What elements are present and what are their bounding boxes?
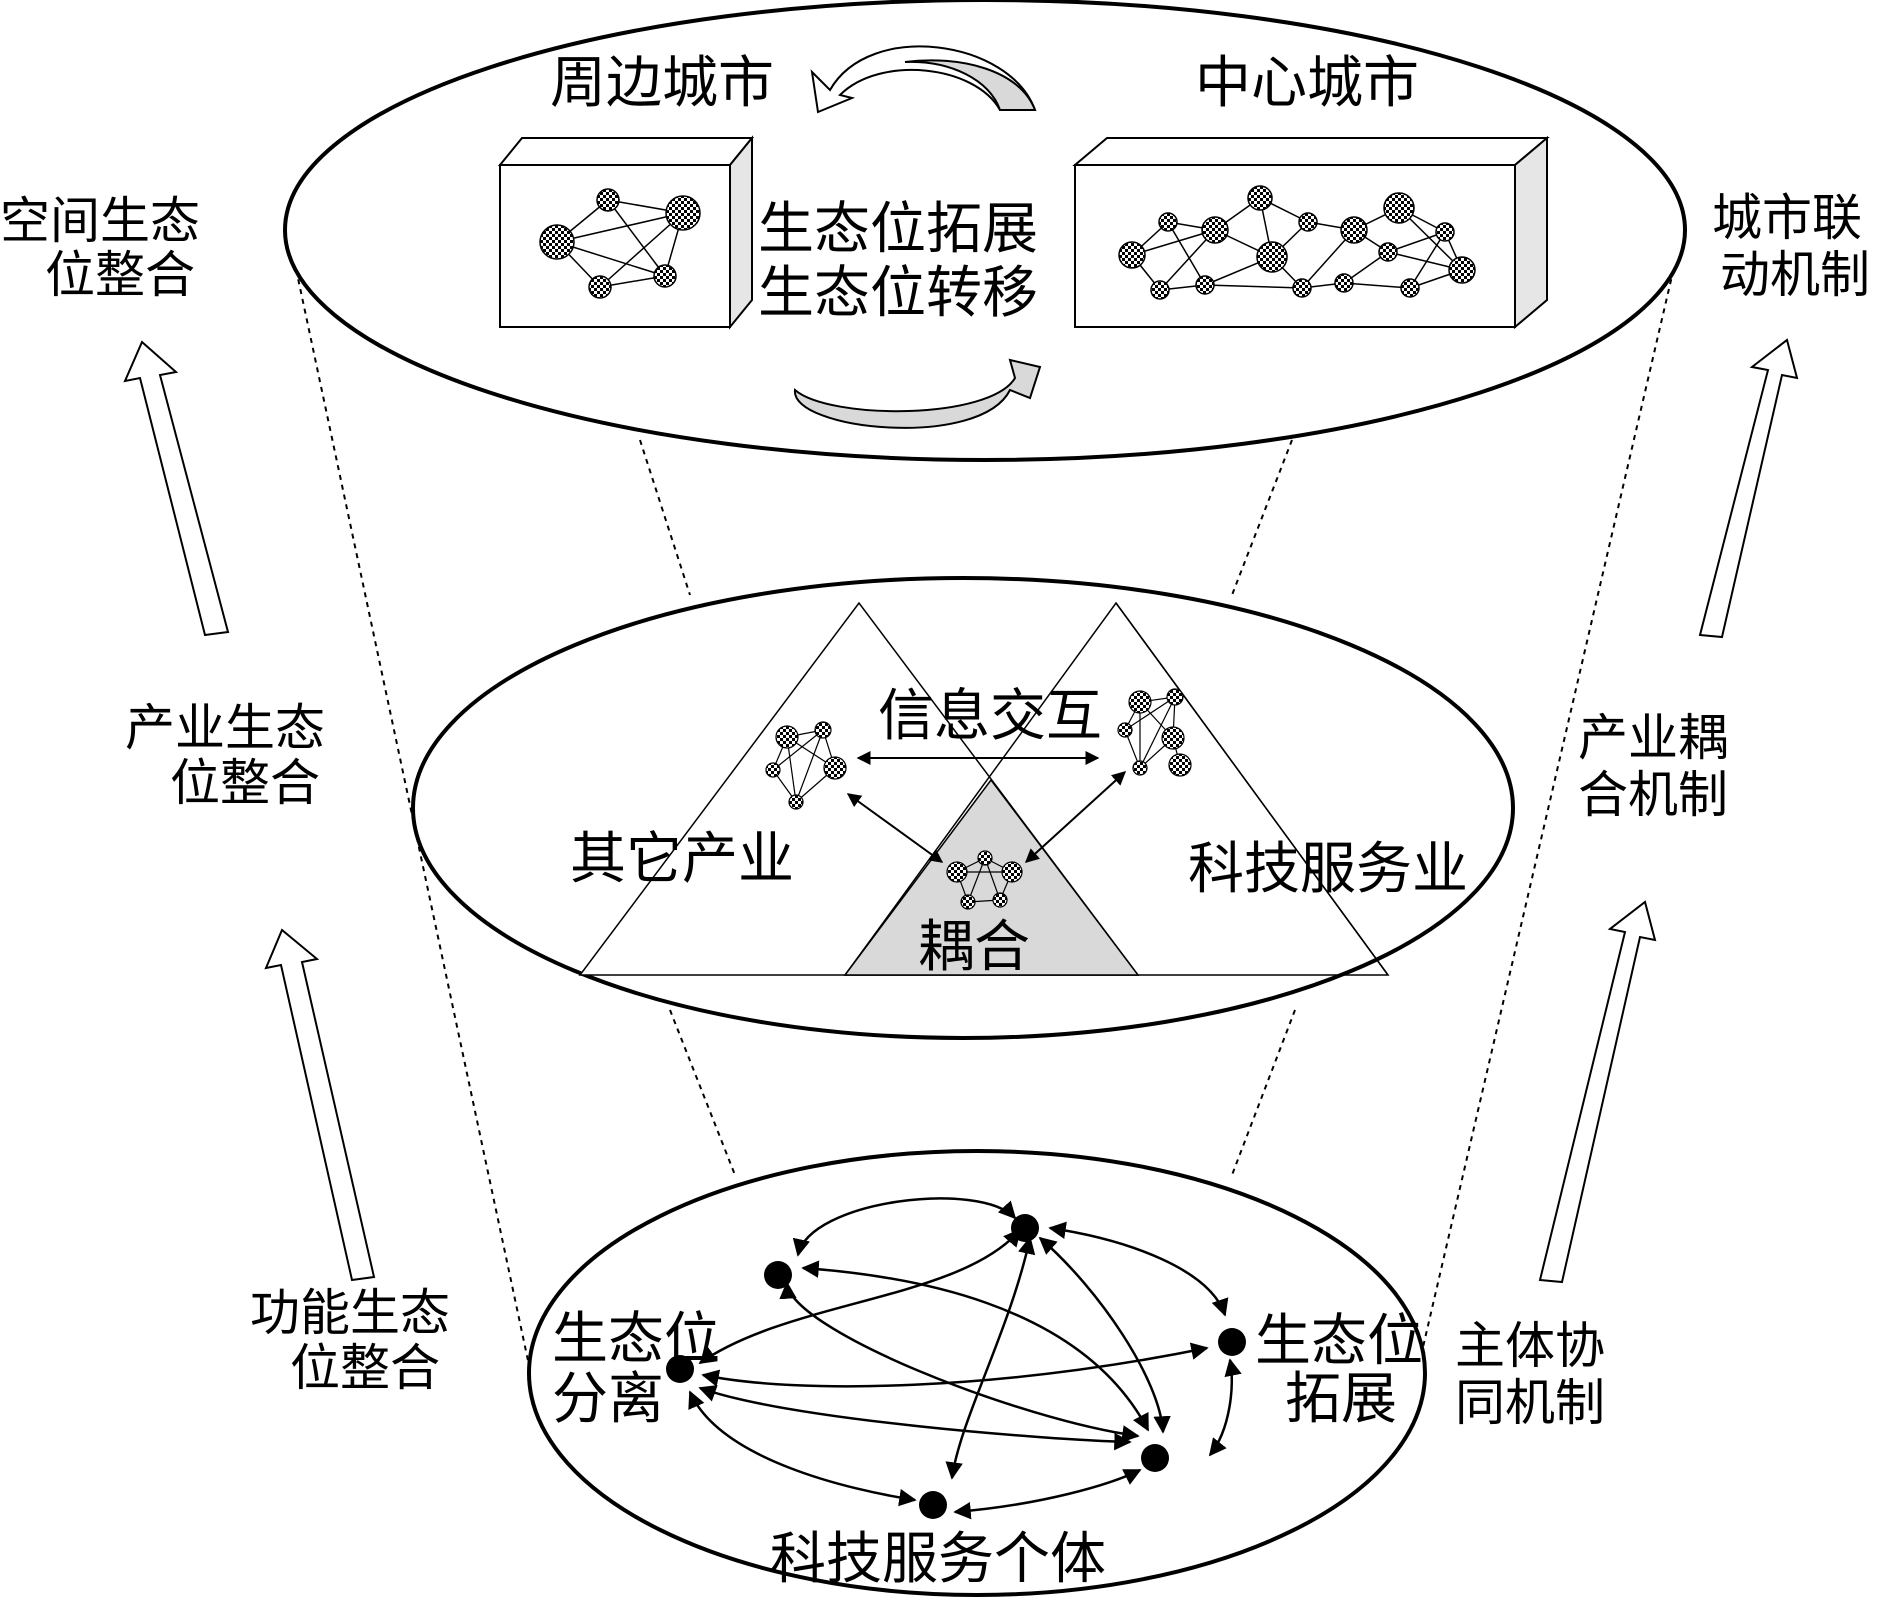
network-node [823,756,847,780]
central-city-box [1072,135,1550,330]
cycle-arrow-bottom [793,358,1042,429]
middle-layer-industry: 信息交互 其它产业 科技服务业 耦合 [411,576,1515,1040]
service-individual-node [1141,1444,1169,1472]
niche-transfer-label: 生态位转移 [758,261,1038,326]
network-node [653,264,677,288]
network-node [946,861,968,883]
network-node [1150,280,1170,300]
other-industry-network [765,721,847,810]
industry-couple-label-1: 产业耦 [1578,709,1728,767]
top-ellipse [283,0,1687,462]
spatial-integration-label-2: 位整合 [45,246,195,304]
right-up-arrow-upper [1698,338,1799,639]
coupling-network [946,850,1023,910]
network-node [1158,212,1178,232]
network-node [1400,278,1420,298]
individual-nodes [666,1214,1246,1519]
left-up-arrow-upper [123,340,230,637]
other-industry-label: 其它产业 [570,827,794,892]
network-node [1448,256,1476,284]
network-node [960,894,976,910]
right-up-arrow-lower [1538,900,1657,1284]
network-node [588,275,612,299]
service-individual-node [1218,1328,1246,1356]
network-node [1435,222,1455,242]
niche-expansion-label-2: 拓展 [1285,1367,1397,1432]
niche-expansion-label-1: 生态位 [1255,1309,1423,1374]
info-exchange-label: 信息交互 [878,684,1102,749]
industry-integration-label-2: 位整合 [170,754,320,812]
network-node [992,892,1008,908]
network-node [1132,760,1148,776]
network-node [765,762,781,778]
service-individual-node [764,1261,792,1289]
top-layer-city: 周边城市 中心城市 生态位拓展 生态位转移 [283,0,1687,462]
network-node [1166,688,1184,706]
function-integration-label-1: 功能生态 [250,1284,450,1342]
industry-couple-label-2: 合机制 [1578,766,1728,824]
network-node [539,224,575,260]
network-node [1117,722,1133,738]
network-node [1001,861,1023,883]
network-node [665,195,701,231]
bottom-layer-individual: 生态位 分离 生态位 拓展 科技服务个体 [527,1149,1427,1597]
service-industry-label: 科技服务业 [1188,837,1468,902]
network-node [1161,726,1185,750]
network-node [1334,273,1354,293]
industry-integration-label-1: 产业生态 [125,699,325,757]
right-hollow-arrows [1538,338,1799,1284]
network-node [1298,212,1318,232]
network-node [1118,241,1146,269]
network-node [1340,216,1368,244]
network-node [1256,241,1288,273]
service-individual-node [666,1355,694,1383]
network-node [1201,216,1229,244]
niche-expand-label: 生态位拓展 [758,197,1038,262]
network-node [596,188,620,212]
niche-separation-label-2: 分离 [552,1367,664,1432]
network-node [1292,278,1312,298]
cone-guide-lines [291,249,1679,1371]
subject-coop-label-2: 同机制 [1455,1374,1605,1432]
service-individual-node [919,1491,947,1519]
peripheral-city-box [497,135,755,330]
network-node [814,721,832,739]
network-node [1195,275,1215,295]
service-individual-node [1011,1214,1039,1242]
city-link-label-1: 城市联 [1712,189,1862,247]
central-city-label: 中心城市 [1195,51,1419,116]
network-node [788,794,804,810]
service-industry-network [1117,688,1192,777]
network-node [1128,690,1152,714]
peripheral-city-label: 周边城市 [550,51,774,116]
niche-separation-label-1: 生态位 [552,1307,720,1372]
cycle-arrow-top [810,45,1037,114]
network-node [775,725,799,749]
network-node [1247,185,1273,211]
left-hollow-arrows [123,340,376,1282]
individual-interaction-arrows [688,1197,1242,1520]
left-up-arrow-lower [264,928,376,1282]
service-individual-label: 科技服务个体 [770,1527,1106,1592]
spatial-integration-label-1: 空间生态 [0,192,200,250]
network-node [1168,753,1192,777]
city-link-label-2: 动机制 [1720,246,1870,304]
network-node [977,850,993,866]
cycle-arrow-top-shade [904,59,1037,111]
coupling-label: 耦合 [918,915,1030,980]
network-node [1383,192,1415,224]
network-node [1378,242,1398,262]
industry-exchange-arrows [846,751,1127,863]
function-integration-label-2: 位整合 [290,1339,440,1397]
subject-coop-label-1: 主体协 [1455,1317,1605,1375]
